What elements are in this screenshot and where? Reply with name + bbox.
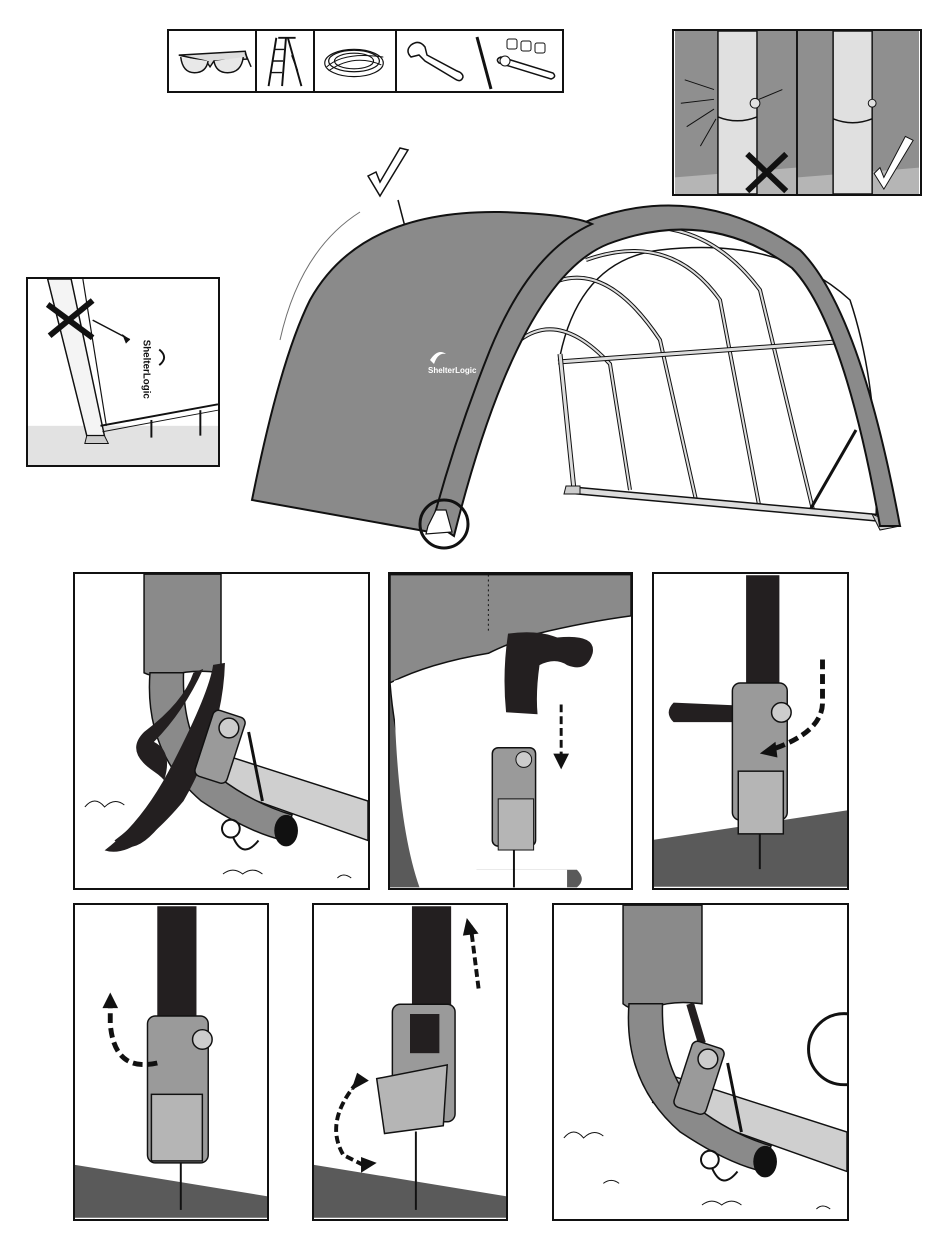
step-1-strap-around-base <box>73 572 370 890</box>
correct-check-mark <box>368 148 408 196</box>
safety-glasses-icon <box>169 31 257 91</box>
step-ladder-icon <box>257 31 315 91</box>
step-3-thread-strap-through-spool <box>652 572 849 890</box>
wrench-and-socket-tools <box>397 31 562 91</box>
svg-text:ShelterLogic: ShelterLogic <box>141 340 152 400</box>
step-4-pull-strap-tight <box>73 903 269 1221</box>
rope-icon <box>315 31 397 91</box>
required-tools-strip <box>167 29 564 93</box>
callout-circle <box>809 1014 847 1085</box>
step-6-finished-tie-down <box>552 903 849 1221</box>
step-2-feed-strap-into-ratchet <box>388 572 633 890</box>
step-5-crank-ratchet <box>312 903 508 1221</box>
shelter-main-illustration: ShelterLogic <box>240 140 920 560</box>
svg-text:ShelterLogic: ShelterLogic <box>428 366 477 375</box>
logo-orientation-inset: ShelterLogic <box>26 277 220 467</box>
